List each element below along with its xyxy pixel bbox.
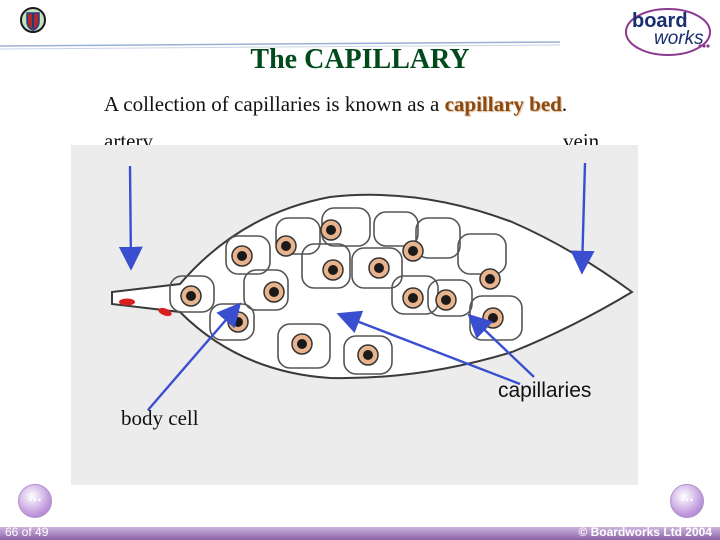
nucleus (479, 268, 501, 290)
cell-outline (427, 279, 473, 317)
nucleus (231, 245, 253, 267)
nucleus (275, 235, 297, 257)
logo-board-text: board (632, 10, 688, 32)
red-blood-cell (158, 307, 172, 317)
nucleus (435, 289, 457, 311)
label-capillaries: capillaries (498, 379, 592, 402)
cell-outline (169, 275, 215, 313)
shield-logo-icon (20, 7, 46, 33)
footer-bar (0, 527, 720, 540)
ellipsis-icon: ··· (28, 493, 42, 507)
nucleus (320, 219, 342, 241)
nucleus (291, 333, 313, 355)
nucleus (368, 257, 390, 279)
capillary-bed-term: capillary bed (444, 92, 562, 116)
cell-outline (277, 323, 331, 369)
label-body-cell: body cell (121, 406, 199, 430)
arrow-capillaries-right (467, 313, 535, 378)
cell-outline (351, 247, 403, 289)
arrow-artery (118, 165, 143, 271)
nucleus (482, 307, 504, 329)
slide-subtitle: A collection of capillaries is known as … (104, 92, 567, 117)
slide-title: The CAPILLARY (250, 44, 470, 75)
arrow-vein (570, 162, 595, 275)
header-decoration (0, 41, 561, 50)
nucleus (180, 285, 202, 307)
cell-outline (275, 217, 321, 255)
cell-outline (301, 243, 351, 289)
nucleus (402, 287, 424, 309)
previous-slide-button[interactable]: ··· (18, 484, 52, 518)
subtitle-end: . (561, 92, 568, 116)
boardworks-logo: board works (624, 6, 716, 58)
next-slide-button[interactable]: ··· (670, 484, 704, 518)
copyright-text: © Boardworks Ltd 2004 (578, 525, 712, 539)
cell-outline (373, 211, 419, 247)
capillary-bed-diagram (111, 162, 634, 411)
subtitle-text: A collection of capillaries is known as … (104, 92, 445, 116)
nucleus (402, 240, 424, 262)
arrow-capillaries-left (336, 310, 521, 386)
cell-outline (243, 269, 289, 311)
nucleus (322, 259, 344, 281)
cell-outline (343, 335, 393, 375)
capillary-bed-shape (111, 193, 634, 380)
arrow-body-cell (147, 302, 242, 411)
ellipsis-icon: ··· (680, 493, 694, 507)
red-blood-cell (119, 298, 135, 306)
nucleus (263, 281, 285, 303)
slide-number: 66 of 49 (5, 525, 49, 539)
logo-works-text: works (654, 28, 704, 49)
nucleus (357, 344, 379, 366)
